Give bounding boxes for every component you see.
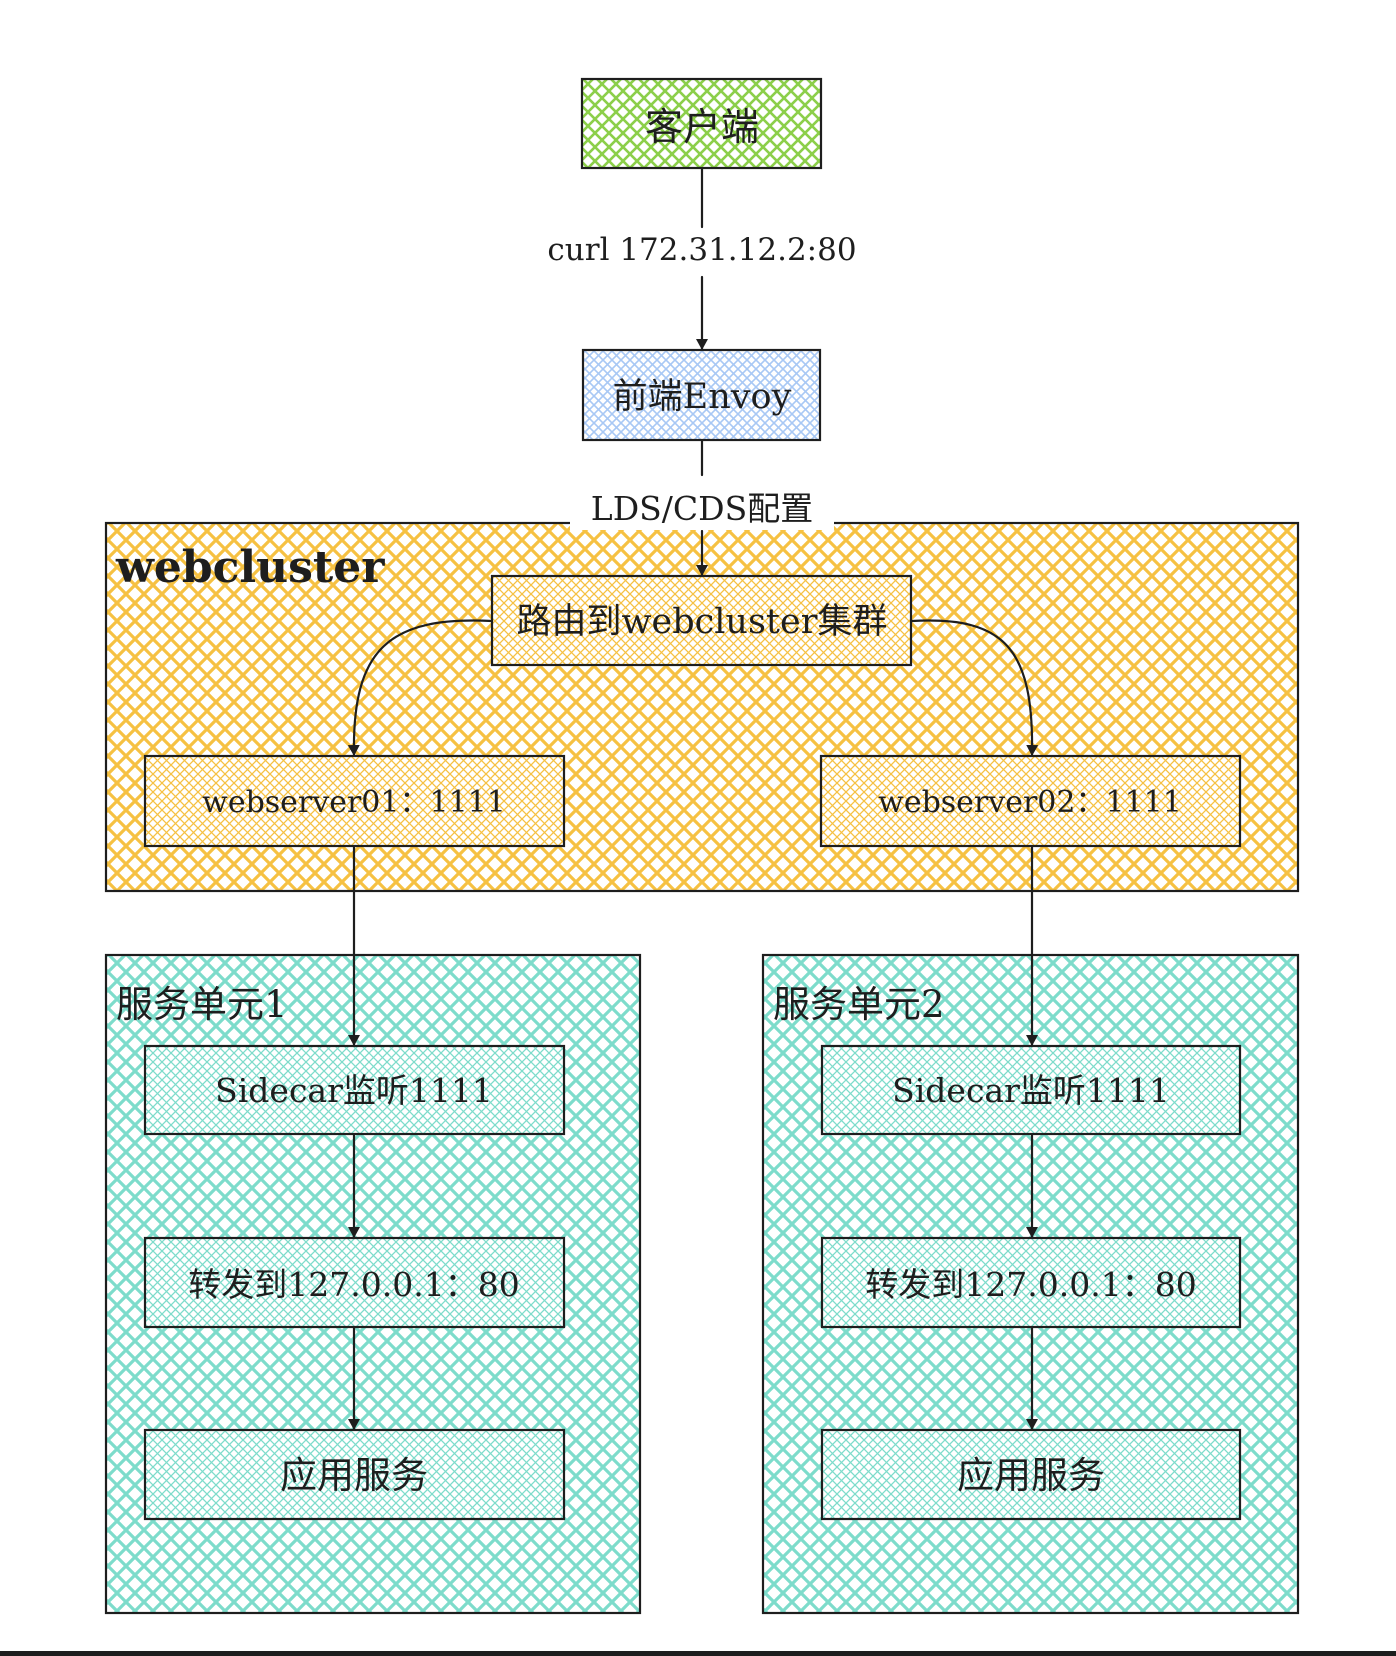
unit1-app-label: 应用服务: [280, 1454, 428, 1497]
edge-router-to-webserver01: [347, 619, 494, 757]
unit1-forward-node: [143, 1236, 566, 1329]
webcluster-group-title: webcluster: [115, 542, 385, 593]
unit2-sidecar-label: Sidecar监听1111: [892, 1071, 1170, 1110]
unit2-app-node: [820, 1428, 1242, 1521]
unit2-forward-node: [820, 1236, 1242, 1329]
router-node-label: 路由到webcluster集群: [517, 602, 888, 642]
webserver02-node: [819, 754, 1242, 848]
unit1-sidecar-label: Sidecar监听1111: [215, 1071, 493, 1110]
client-node-label: 客户端: [645, 105, 759, 149]
service-unit-1-title: 服务单元1: [116, 983, 288, 1026]
unit2-forward-label: 转发到127.0.0.1：80: [865, 1265, 1196, 1304]
service-unit-2-title: 服务单元2: [773, 983, 945, 1026]
frontend-envoy-node: [581, 348, 822, 442]
webserver02-label: webserver02：1111: [878, 785, 1182, 820]
edge-router-to-webserver02: [910, 619, 1039, 757]
unit1-sidecar-node: [143, 1044, 566, 1136]
edge-label-client-to-envoy: curl 172.31.12.2:80: [547, 232, 856, 268]
webserver01-label: webserver01：1111: [202, 785, 506, 820]
frontend-envoy-label: 前端Envoy: [613, 377, 792, 417]
webserver01-node: [143, 754, 566, 848]
edge-label-envoy-to-router: LDS/CDS配置: [591, 489, 813, 528]
client-node: [580, 77, 823, 170]
unit1-app-node: [143, 1428, 566, 1521]
edge-label-bg-envoy-to-router: [570, 482, 834, 530]
bottom-border-bar: [0, 1651, 1396, 1656]
unit1-forward-label: 转发到127.0.0.1：80: [188, 1265, 519, 1304]
unit2-app-label: 应用服务: [957, 1454, 1105, 1497]
unit2-sidecar-node: [820, 1044, 1242, 1136]
router-node: [490, 574, 913, 667]
